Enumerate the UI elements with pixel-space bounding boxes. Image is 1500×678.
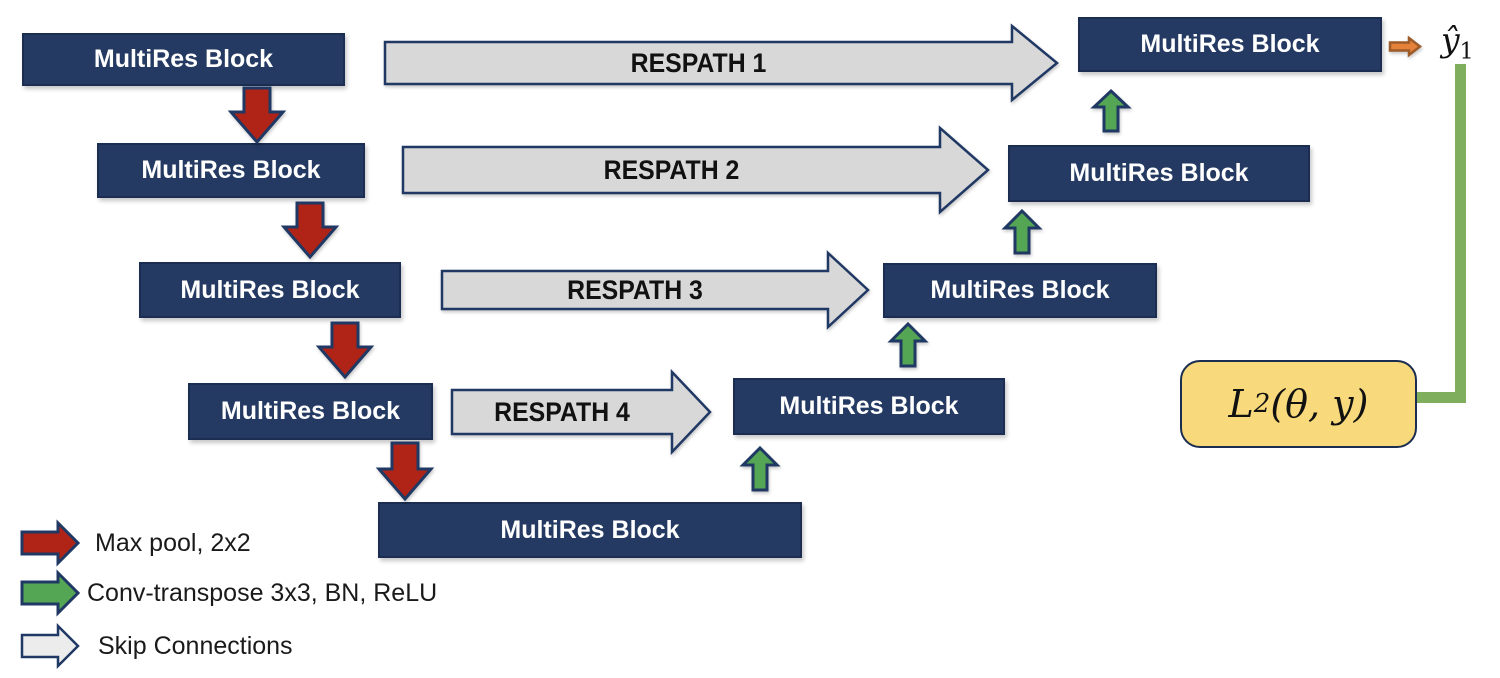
green-arrow-icon: [20, 569, 81, 617]
maxpool-arrow-4: [375, 441, 435, 502]
legend-convtranspose-label: Conv-transpose 3x3, BN, ReLU: [87, 578, 438, 607]
respath-4-shape: [450, 368, 712, 456]
loss-connector-vertical: [1455, 64, 1466, 403]
bottleneck-block-label: MultiRes Block: [500, 515, 680, 544]
respath-1-shape: [383, 23, 1059, 103]
encoder-block-2: MultiRes Block: [97, 143, 365, 198]
encoder-block-1-label: MultiRes Block: [93, 45, 274, 73]
legend-skip-label: Skip Connections: [98, 631, 293, 660]
upconv-arrow-3: [887, 321, 929, 368]
legend-row-skip: Skip Connections: [20, 622, 293, 670]
decoder-block-3: MultiRes Block: [883, 263, 1157, 318]
loss-symbol: L: [1228, 382, 1254, 426]
red-arrow-icon: [20, 519, 81, 567]
upconv-arrow-2: [1001, 208, 1043, 255]
respath-3-arrow: RESPATH 3: [440, 250, 870, 330]
upconv-arrow-4: [739, 445, 781, 492]
upconv-arrow-1: [1090, 88, 1132, 133]
decoder-block-2: MultiRes Block: [1008, 145, 1310, 202]
decoder-block-3-label: MultiRes Block: [930, 276, 1110, 304]
respath-3-shape: [440, 250, 870, 330]
encoder-block-3-label: MultiRes Block: [180, 275, 360, 304]
bottleneck-block: MultiRes Block: [378, 502, 802, 558]
encoder-block-1: MultiRes Block: [22, 33, 345, 86]
decoder-block-1: MultiRes Block: [1078, 17, 1382, 72]
respath-2-label: RESPATH 2: [603, 155, 740, 185]
loss-connector-horizontal: [1417, 392, 1466, 403]
legend-maxpool-label: Max pool, 2x2: [95, 528, 251, 557]
prediction-subscript: 1: [1459, 39, 1474, 65]
encoder-block-2-label: MultiRes Block: [141, 156, 321, 184]
respath-3-label: RESPATH 3: [567, 275, 703, 305]
prediction-label: ŷ1: [1441, 20, 1474, 65]
respath-2-shape: [401, 125, 990, 215]
encoder-block-3: MultiRes Block: [139, 262, 401, 318]
legend-row-maxpool: Max pool, 2x2: [20, 519, 251, 567]
decoder-block-4: MultiRes Block: [733, 378, 1005, 435]
respath-1-label: RESPATH 1: [630, 48, 767, 78]
gray-arrow-icon: [20, 622, 80, 670]
encoder-block-4-label: MultiRes Block: [220, 397, 401, 425]
respath-2-arrow: RESPATH 2: [401, 125, 990, 215]
respath-4-arrow: RESPATH 4: [450, 368, 712, 456]
encoder-block-4: MultiRes Block: [188, 383, 433, 440]
respath-4-label: RESPATH 4: [494, 397, 630, 427]
prediction-arrow-icon: [1388, 35, 1423, 58]
decoder-block-4-label: MultiRes Block: [779, 392, 959, 420]
respath-1-arrow: RESPATH 1: [383, 23, 1059, 103]
maxpool-arrow-2: [280, 201, 340, 260]
maxpool-arrow-1: [227, 86, 287, 145]
maxpool-arrow-3: [315, 321, 375, 380]
loss-args: (θ, y): [1270, 382, 1369, 426]
legend-row-convtranspose: Conv-transpose 3x3, BN, ReLU: [20, 569, 438, 617]
prediction-symbol: ŷ: [1441, 20, 1460, 59]
decoder-block-2-label: MultiRes Block: [1069, 159, 1249, 187]
decoder-block-1-label: MultiRes Block: [1140, 30, 1320, 58]
loss-subscript: 2: [1253, 389, 1271, 419]
